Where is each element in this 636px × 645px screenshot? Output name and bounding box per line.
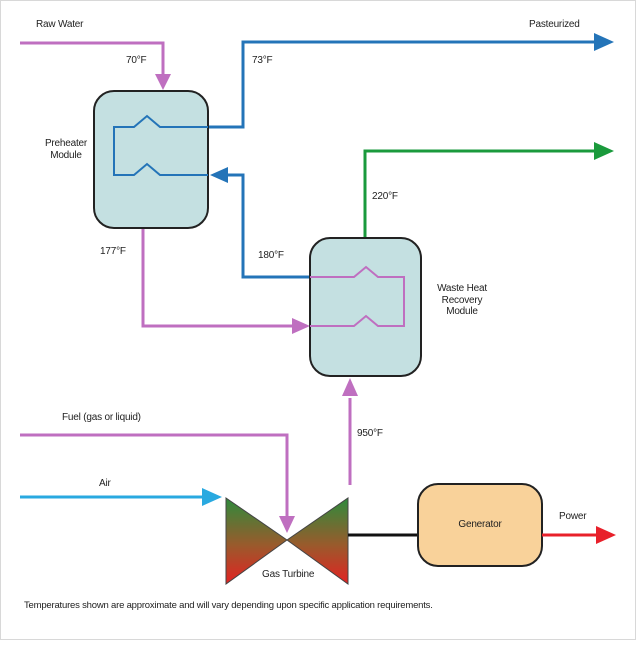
raw-water-label: Raw Water [36, 19, 84, 30]
preheater-out-temp: 177°F [100, 246, 126, 257]
waste-heat-label-line3: Module [446, 306, 478, 317]
pasteurized-label: Pasteurized [529, 19, 580, 30]
waste-heat-label-line2: Recovery [441, 294, 483, 306]
gas-turbine-label: Gas Turbine [262, 569, 315, 580]
preheater-label-line2: Module [50, 149, 82, 161]
preheater-label: Preheater Module [36, 138, 96, 161]
waste-heat-label: Waste Heat Recovery Module [428, 283, 496, 318]
generator-label: Generator [458, 519, 502, 530]
raw-water-temp: 70°F [126, 55, 147, 66]
return-temp: 180°F [258, 250, 284, 261]
preheater-label-line1: Preheater [44, 138, 88, 149]
exhaust-arrowhead [342, 378, 358, 396]
waste-heat-label-line1: Waste Heat [437, 283, 487, 294]
fuel-line [20, 433, 289, 518]
hot-water-arrowhead [594, 142, 614, 160]
waste-heat-recovery-module [309, 237, 422, 377]
gas-turbine [225, 497, 349, 585]
air-label: Air [99, 478, 111, 489]
preheater-coil [113, 114, 208, 176]
pasteurized-line [208, 40, 596, 129]
fuel-arrowhead [279, 516, 295, 533]
pasteurized-arrowhead [594, 33, 614, 51]
exhaust-temp: 950°F [357, 428, 383, 439]
hot-water-temp: 220°F [372, 191, 398, 202]
preheater-module [93, 90, 209, 229]
power-label: Power [559, 511, 587, 522]
footnote: Temperatures shown are approximate and w… [24, 600, 433, 611]
return-water-line [226, 173, 310, 279]
power-arrowhead [596, 526, 616, 544]
raw-water-line [20, 41, 165, 76]
return-water-arrowhead [210, 167, 228, 183]
preheated-water-arrowhead [292, 318, 310, 334]
raw-water-arrowhead [155, 74, 171, 90]
waste-heat-coil [310, 265, 405, 327]
air-arrowhead [202, 488, 222, 506]
fuel-label: Fuel (gas or liquid) [62, 412, 141, 423]
preheated-water-line [141, 228, 294, 328]
pasteurized-temp: 73°F [252, 55, 273, 66]
hot-water-line [363, 149, 596, 238]
generator [417, 483, 543, 567]
